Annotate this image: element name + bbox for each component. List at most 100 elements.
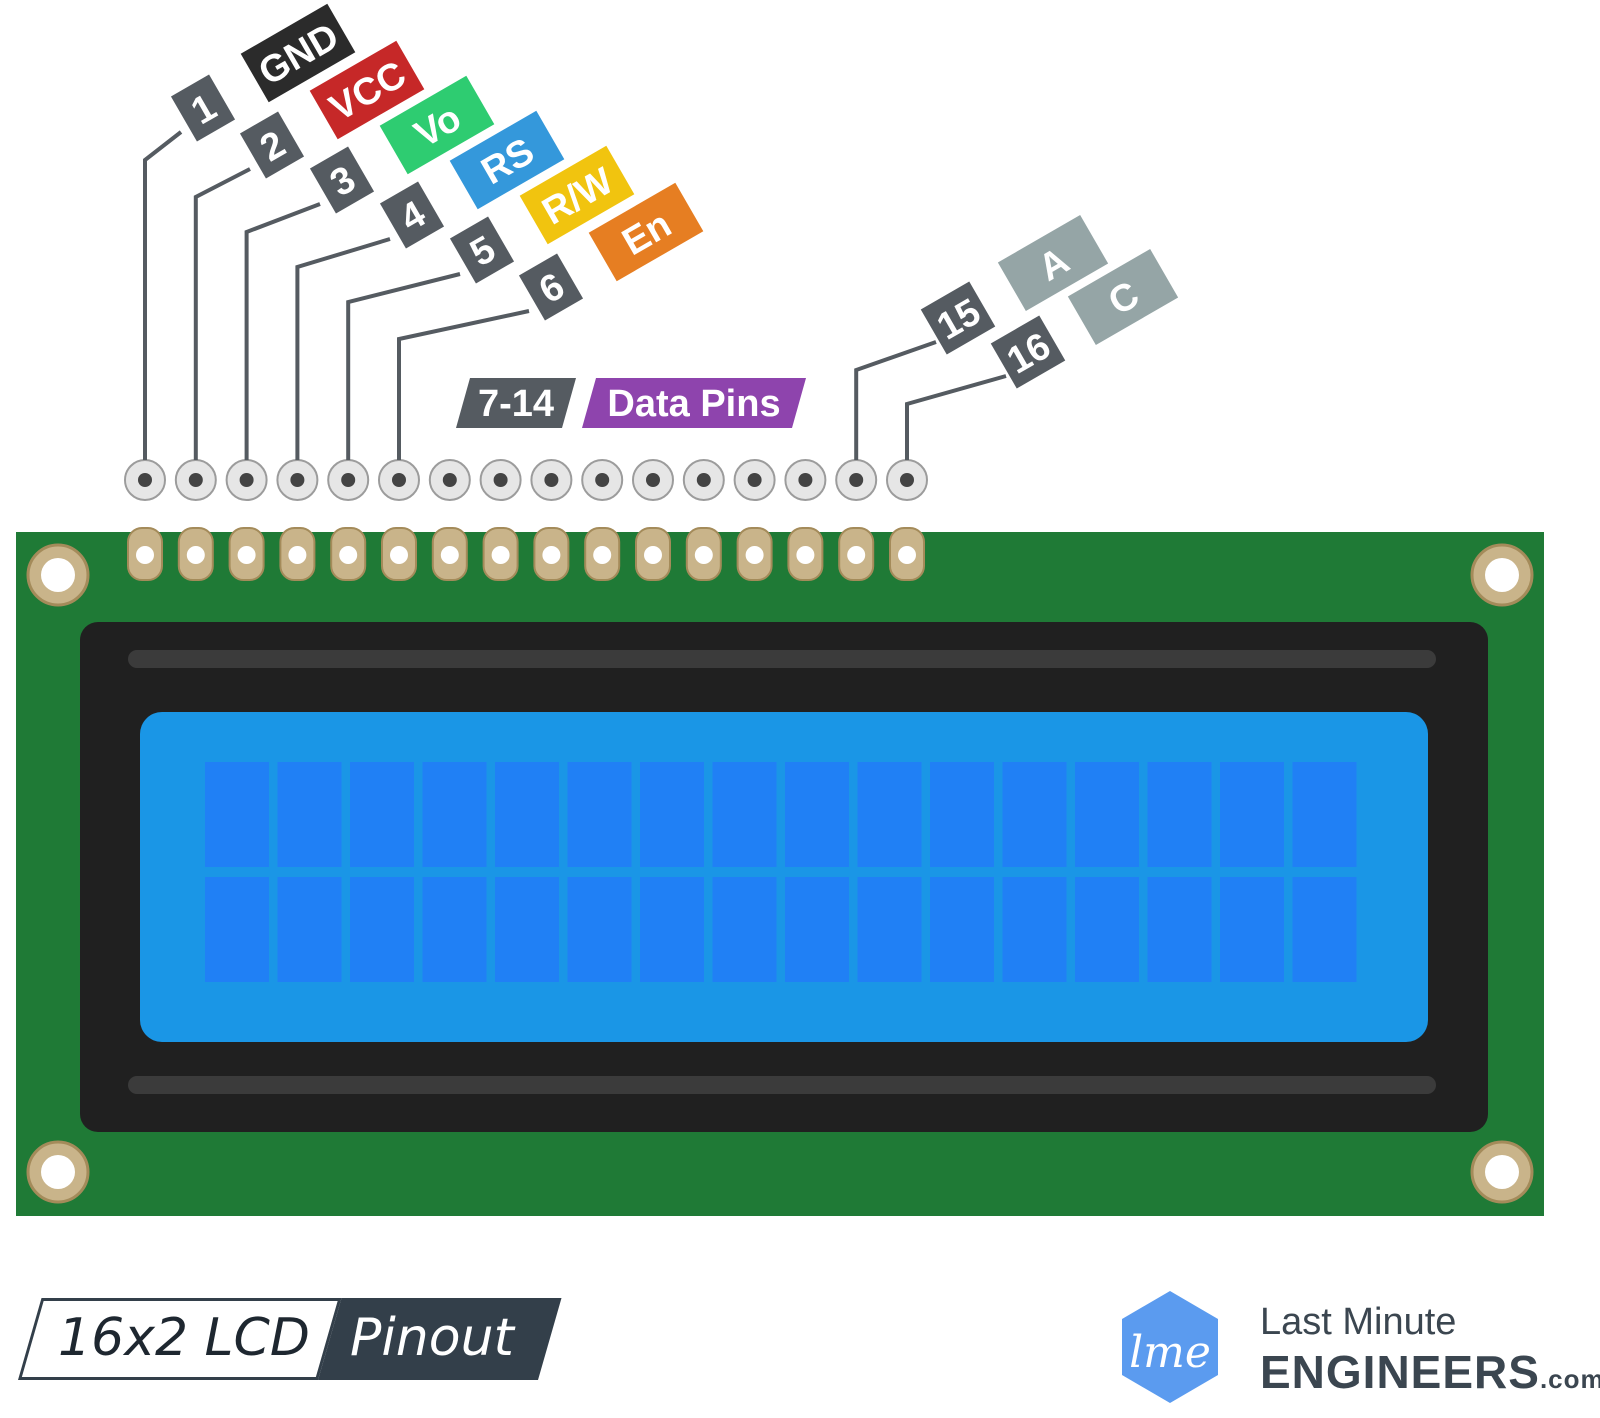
pin-signal-box-16 (1067, 249, 1179, 345)
leader-line-3 (244, 202, 321, 460)
lcd-char-cell (1075, 877, 1139, 982)
lcd-char-cell (1220, 877, 1284, 982)
leader-line-2 (193, 167, 251, 460)
pin-dot-11 (646, 473, 660, 487)
pin-number-box-1 (170, 74, 236, 142)
pin-number-tag-3: 3 (309, 146, 375, 214)
header-pad-hole-2 (186, 546, 205, 564)
lcd-char-cell (1147, 877, 1212, 982)
lcd-char-cell (712, 877, 777, 982)
pin-number-box-2 (239, 111, 305, 179)
mount-hole-1 (41, 558, 75, 592)
lcd-char-cell (640, 762, 704, 867)
leader-line-6 (397, 309, 530, 460)
pin-dot-1 (138, 473, 152, 487)
lcd-char-cell (1002, 762, 1067, 867)
pin-signal-box-4 (449, 110, 565, 210)
pin-number-box-3 (309, 146, 375, 214)
mount-hole-2 (1485, 558, 1519, 592)
leader-line-16 (905, 374, 1007, 460)
brand-line2: ENGINEERS.com (1260, 1345, 1600, 1399)
header-pad-hole-15 (847, 546, 866, 564)
brand-line2-suffix: .com (1539, 1364, 1600, 1394)
brand-line1: Last Minute (1260, 1301, 1457, 1343)
pin-signal-tag-3: Vo (379, 75, 495, 175)
lme-logo-text: lme (1129, 1327, 1211, 1378)
lcd-char-cell (857, 762, 922, 867)
pin-dot-16 (900, 473, 914, 487)
lcd-char-cell (1292, 762, 1357, 867)
pin-dot-3 (239, 473, 254, 487)
pin-signal-box-5 (519, 145, 635, 245)
lcd-char-cell (930, 762, 994, 867)
leader-line-15 (854, 340, 937, 460)
lcd-char-cell (422, 762, 487, 867)
pin-number-tag-2: 2 (239, 111, 305, 179)
lcd-char-cell (205, 877, 269, 982)
header-pad-hole-9 (542, 546, 561, 564)
lcd-char-cell (1075, 762, 1139, 867)
header-pad-hole-1 (136, 546, 154, 564)
data-pins-signal-label: Data Pins (607, 383, 780, 425)
pin-dot-2 (188, 473, 203, 487)
pin-dot-8 (493, 473, 508, 487)
lcd-char-cell (785, 877, 849, 982)
lcd-char-cell (1147, 762, 1212, 867)
data-pins-number-box (456, 378, 576, 428)
pin-number-tag-5: 5 (449, 216, 515, 284)
bezel-slot-top (128, 650, 1436, 668)
lcd-char-cell (422, 877, 487, 982)
pin-signal-box-2 (309, 40, 425, 140)
brand-logo: lme Last Minute ENGINEERS.com (1110, 1291, 1600, 1405)
lcd-char-cell (350, 762, 414, 867)
lcd-char-cell (567, 762, 632, 867)
title-left-text: 16x2 LCD (58, 1308, 310, 1368)
header-pad-hole-12 (694, 546, 713, 564)
leader-line-1 (143, 130, 183, 460)
lme-hexagon-icon: lme (1122, 1291, 1218, 1403)
pin-signal-box-1 (240, 3, 356, 103)
bezel-slot-bottom (128, 1076, 1436, 1094)
pin-dot-4 (290, 473, 305, 487)
lcd-char-cell (1002, 877, 1067, 982)
pin-number-tag-1: 1 (170, 74, 236, 142)
header-pad-hole-7 (440, 546, 459, 564)
leader-line-4 (295, 237, 391, 460)
lcd-char-cell (712, 762, 777, 867)
lcd-char-cell (785, 762, 849, 867)
pin-number-box-16 (990, 315, 1066, 389)
header-pad-hole-14 (796, 546, 815, 564)
pin-signal-tag-15: A (997, 215, 1109, 311)
lcd-char-cell (567, 877, 632, 982)
pin-dot-7 (442, 473, 457, 487)
mount-hole-3 (41, 1155, 75, 1189)
lcd-char-cell (495, 877, 559, 982)
lcd-char-cell (930, 877, 994, 982)
mount-hole-4 (1485, 1155, 1519, 1189)
lcd-char-cell (1220, 762, 1284, 867)
header-pad-hole-8 (491, 546, 510, 564)
header-pad-hole-10 (593, 546, 612, 564)
header-pad-hole-11 (644, 546, 662, 564)
lcd-char-cell (1292, 877, 1357, 982)
lcd-char-cell (857, 877, 922, 982)
pin-signal-box-15 (997, 215, 1109, 311)
lcd-char-cell (640, 877, 704, 982)
lcd-char-cell (350, 877, 414, 982)
lcd-char-cell (495, 762, 559, 867)
pin-dot-15 (849, 473, 864, 487)
lcd-char-cell (277, 877, 342, 982)
lcd-char-cell (205, 762, 269, 867)
header-pad-hole-3 (237, 546, 256, 564)
pin-signal-box-3 (379, 75, 495, 175)
data-pins-signal-box (582, 378, 806, 428)
title-badge: 16x2 LCD Pinout (18, 1298, 562, 1380)
pin-dot-14 (798, 473, 813, 487)
pin-number-box-4 (379, 181, 445, 249)
header-pad-hole-13 (745, 546, 764, 564)
pin-number-box-15 (920, 281, 996, 355)
brand-line2-main: ENGINEERS (1260, 1346, 1540, 1398)
